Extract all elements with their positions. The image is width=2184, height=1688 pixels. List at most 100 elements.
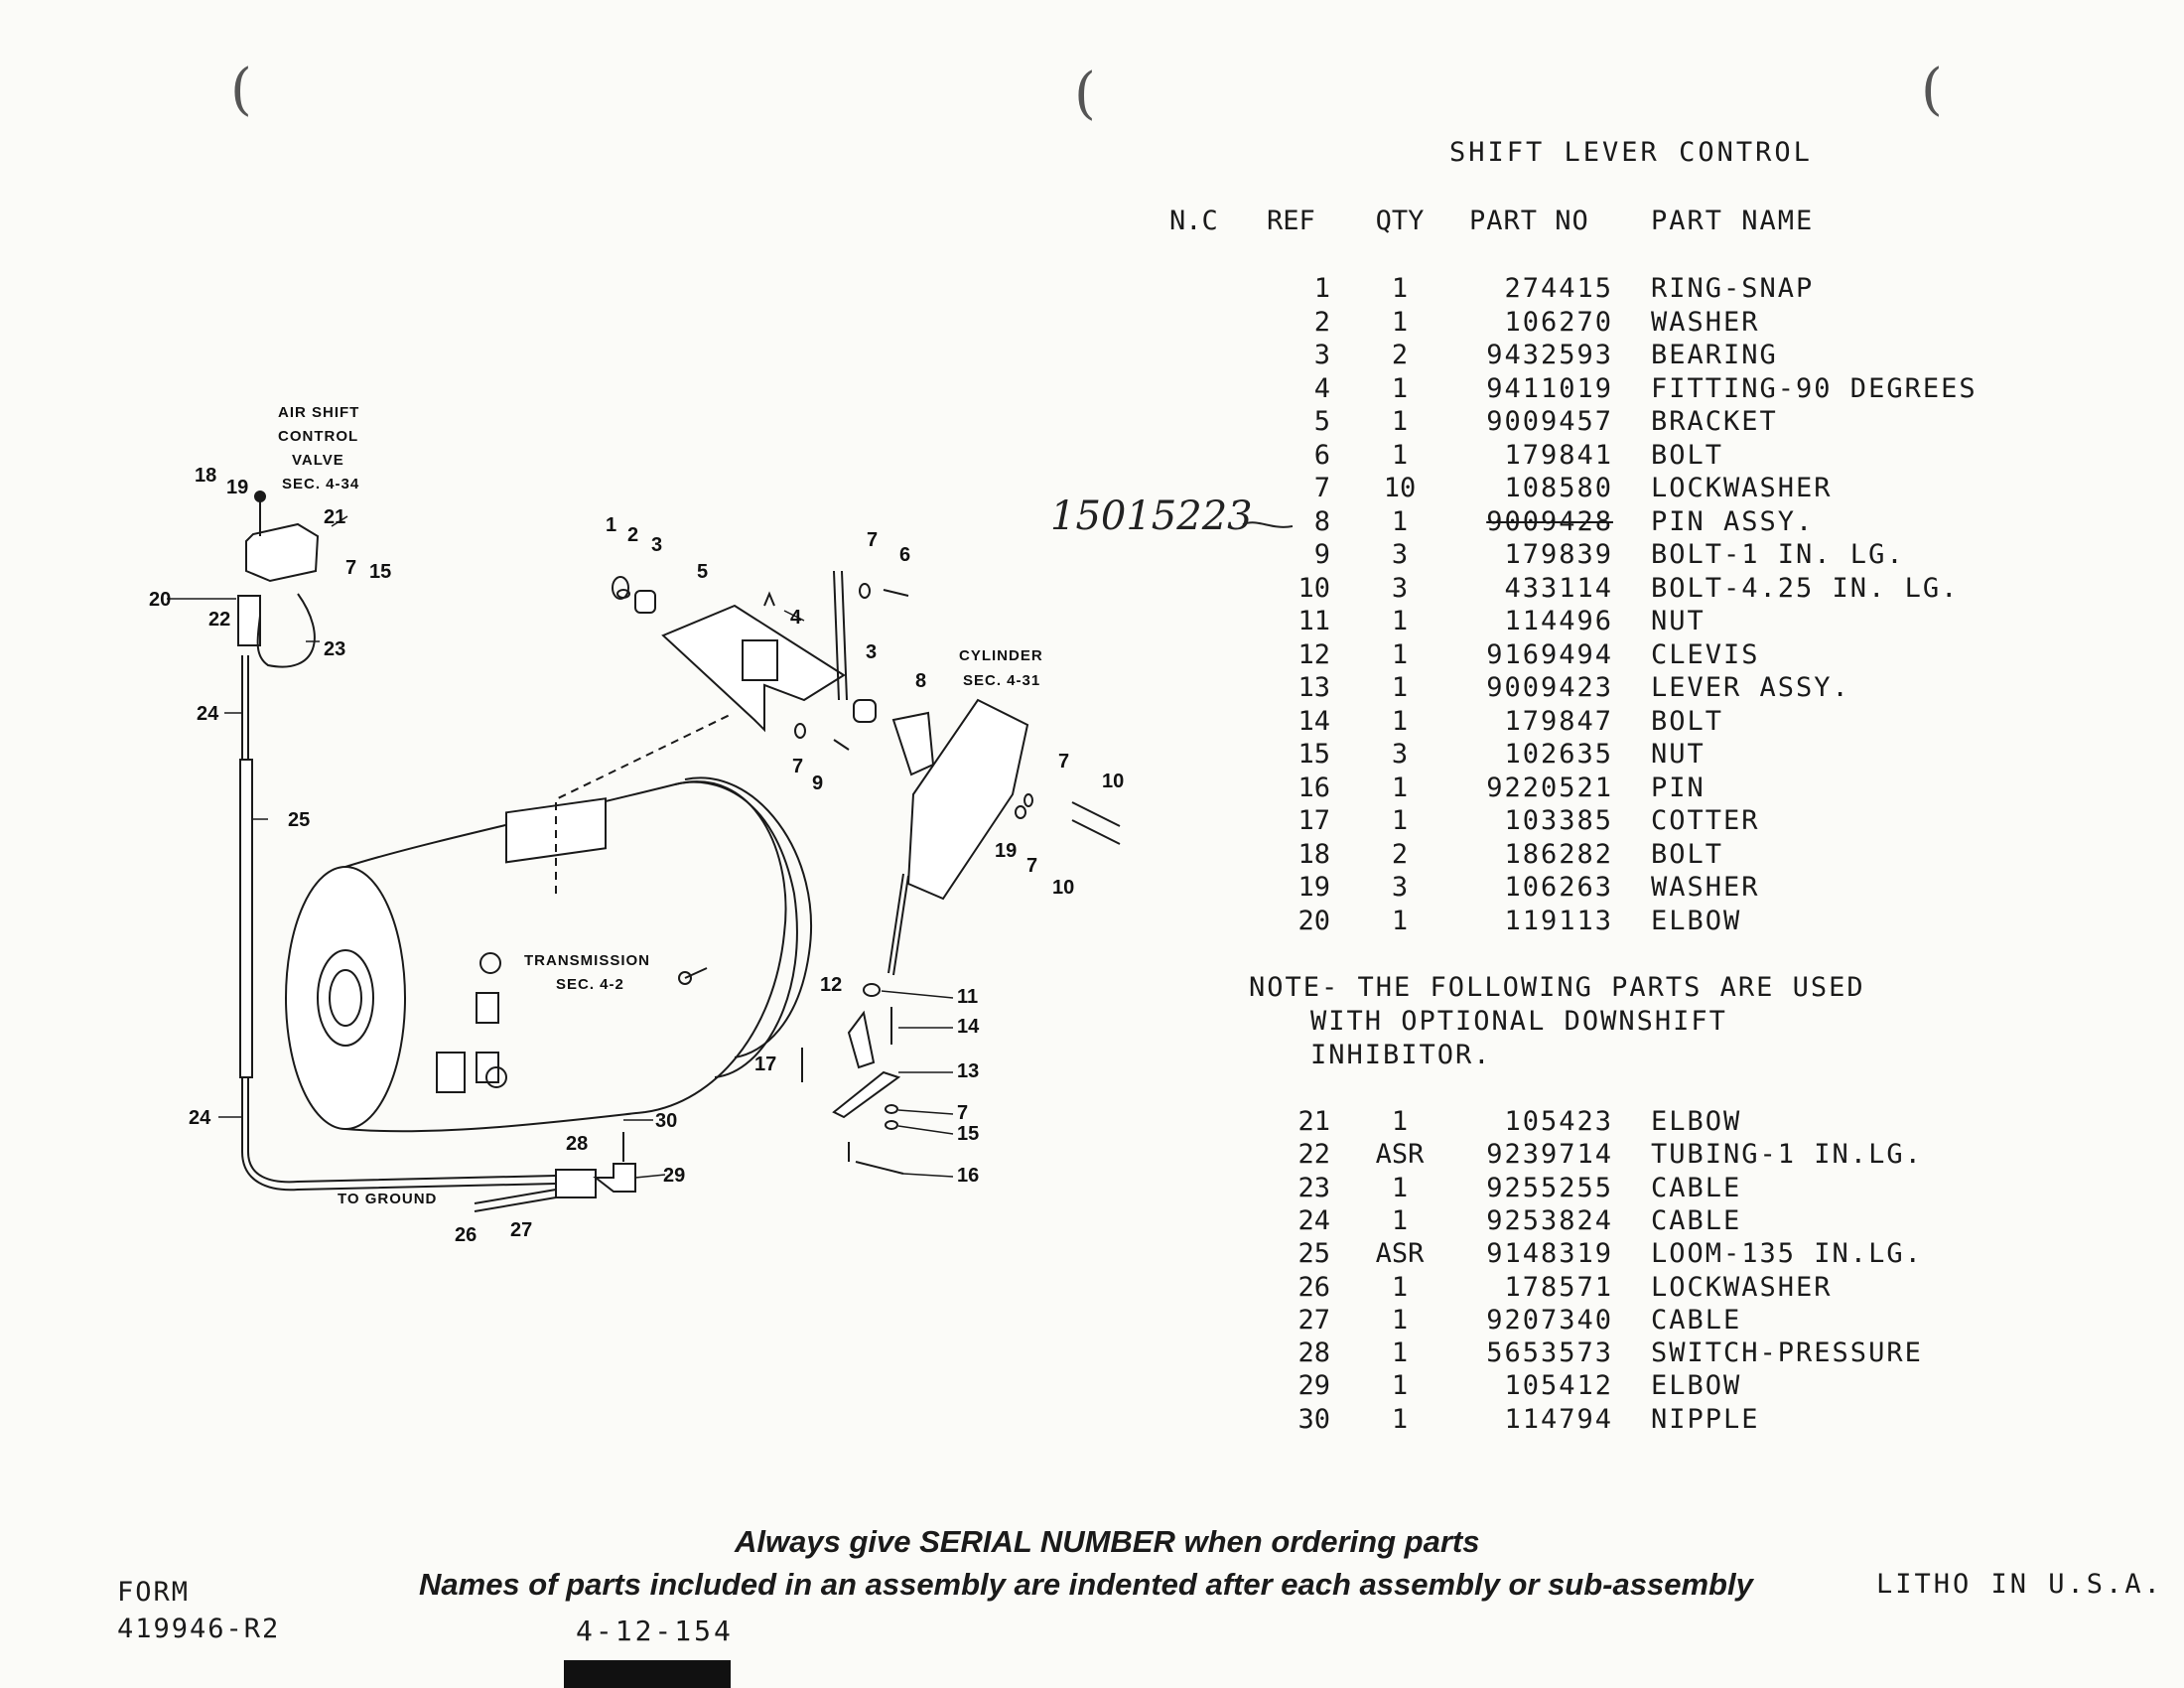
qty-cell: 3 — [1391, 872, 1409, 903]
ref-cell: 22 — [1297, 1139, 1330, 1171]
qty-cell: 2 — [1391, 838, 1409, 870]
svg-text:16: 16 — [957, 1165, 979, 1187]
svg-text:23: 23 — [324, 638, 345, 660]
part-no-cell: 108580 — [1504, 473, 1613, 503]
part-name-cell: WASHER — [1651, 306, 1760, 338]
svg-text:30: 30 — [655, 1110, 677, 1132]
black-bar-mark — [564, 1660, 731, 1688]
exploded-parts-diagram: 18 19 21 7 15 20 22 23 24 25 24 28 30 29… — [149, 404, 1124, 1246]
svg-text:21: 21 — [324, 506, 345, 528]
ref-cell: 6 — [1313, 439, 1330, 471]
part-name-cell: LOCKWASHER — [1651, 1271, 1833, 1303]
part-name-cell: CABLE — [1651, 1304, 1742, 1336]
svg-text:25: 25 — [288, 809, 310, 831]
page-number: 4-12-154 — [576, 1615, 734, 1647]
qty-cell: 3 — [1391, 739, 1409, 770]
part-name-cell: CLEVIS — [1651, 638, 1760, 670]
part-no-cell: 9239714 — [1486, 1139, 1613, 1171]
qty-cell: 2 — [1391, 340, 1409, 370]
qty-cell: ASR — [1375, 1139, 1425, 1171]
callout-numbers: 18 19 21 7 15 20 22 23 24 25 24 28 30 29… — [149, 465, 1124, 1246]
part-no-cell: 274415 — [1504, 273, 1613, 304]
page-title: SHIFT LEVER CONTROL — [1449, 137, 1813, 168]
qty-cell: 3 — [1391, 572, 1409, 604]
ref-cell: 24 — [1297, 1204, 1330, 1236]
part-name-cell: COTTER — [1651, 805, 1760, 836]
cylinder-label-line: SEC. 4-31 — [963, 672, 1040, 689]
note-line: INHIBITOR. — [1310, 1040, 1492, 1070]
qty-cell: 1 — [1391, 1370, 1409, 1402]
part-no-cell: 119113 — [1504, 905, 1613, 936]
part-name-cell: BOLT-4.25 IN. LG. — [1651, 572, 1960, 604]
header-ref: REF — [1267, 206, 1315, 236]
ref-cell: 26 — [1297, 1271, 1330, 1303]
ref-cell: 11 — [1297, 606, 1330, 636]
part-no-cell: 179847 — [1504, 705, 1613, 737]
svg-text:12: 12 — [820, 974, 842, 996]
part-name-cell: CABLE — [1651, 1172, 1742, 1203]
svg-text:3: 3 — [866, 641, 877, 663]
svg-text:22: 22 — [208, 609, 230, 631]
form-number: 419946-R2 — [117, 1614, 281, 1644]
note-line: NOTE- THE FOLLOWING PARTS ARE USED — [1249, 972, 1865, 1003]
svg-text:8: 8 — [915, 670, 926, 692]
ref-cell: 27 — [1297, 1304, 1330, 1336]
air-shift-label-line: VALVE — [292, 452, 344, 469]
part-name-cell: BOLT-1 IN. LG. — [1651, 539, 1905, 570]
part-name-cell: FITTING-90 DEGREES — [1651, 372, 1978, 404]
part-no-cell: 9169494 — [1486, 638, 1613, 670]
part-name-cell: LOOM-135 IN.LG. — [1651, 1238, 1923, 1270]
part-no-cell: 9009423 — [1486, 672, 1613, 703]
svg-text:11: 11 — [957, 986, 978, 1008]
svg-text:19: 19 — [995, 840, 1017, 862]
part-no-cell: 106263 — [1504, 872, 1613, 903]
ref-cell: 29 — [1297, 1370, 1330, 1402]
ref-cell: 21 — [1297, 1106, 1330, 1137]
header-qty: QTY — [1375, 206, 1425, 236]
part-name-cell: BEARING — [1651, 340, 1778, 370]
air-shift-label-line: SEC. 4-34 — [282, 476, 359, 492]
part-no-cell: 178571 — [1504, 1271, 1613, 1303]
qty-cell: 1 — [1391, 905, 1409, 936]
part-name-cell: LEVER ASSY. — [1651, 672, 1850, 703]
part-name-cell: ELBOW — [1651, 1106, 1742, 1137]
ref-cell: 4 — [1313, 372, 1330, 404]
svg-text:17: 17 — [754, 1054, 776, 1075]
qty-cell: 1 — [1391, 672, 1409, 703]
svg-text:20: 20 — [149, 589, 171, 611]
svg-text:24: 24 — [197, 703, 219, 725]
ref-cell: 16 — [1297, 772, 1330, 803]
svg-text:15: 15 — [957, 1123, 979, 1145]
part-no-cell: 9432593 — [1486, 340, 1613, 370]
part-no-cell: 9253824 — [1486, 1204, 1613, 1236]
qty-cell: 1 — [1391, 606, 1409, 636]
part-no-cell: 114496 — [1504, 606, 1613, 636]
ref-cell: 25 — [1297, 1238, 1330, 1270]
form-label: FORM — [117, 1577, 191, 1608]
qty-cell: 3 — [1391, 539, 1409, 570]
part-name-cell: WASHER — [1651, 872, 1760, 903]
qty-cell: 1 — [1391, 1304, 1409, 1336]
qty-cell: 1 — [1391, 1337, 1409, 1369]
part-no-cell: 9009457 — [1486, 406, 1613, 437]
part-no-cell: 5653573 — [1486, 1337, 1613, 1369]
qty-cell: 1 — [1391, 1204, 1409, 1236]
svg-text:7: 7 — [957, 1102, 968, 1124]
qty-cell: 1 — [1391, 1403, 1409, 1435]
qty-cell: 10 — [1383, 473, 1417, 503]
qty-cell: 1 — [1391, 505, 1409, 537]
ref-cell: 15 — [1297, 739, 1330, 770]
part-name-cell: ELBOW — [1651, 905, 1742, 936]
qty-cell: 1 — [1391, 306, 1409, 338]
svg-text:24: 24 — [189, 1107, 211, 1129]
part-no-cell: 9411019 — [1486, 372, 1613, 404]
part-name-cell: TUBING-1 IN.LG. — [1651, 1139, 1923, 1171]
svg-text:26: 26 — [455, 1224, 477, 1246]
part-name-cell: ELBOW — [1651, 1370, 1742, 1402]
part-no-cell: 179839 — [1504, 539, 1613, 570]
qty-cell: ASR — [1375, 1238, 1425, 1270]
ref-cell: 3 — [1313, 340, 1330, 370]
to-ground-label: TO GROUND — [338, 1191, 437, 1207]
handwritten-arrow — [1242, 521, 1294, 528]
qty-cell: 1 — [1391, 372, 1409, 404]
